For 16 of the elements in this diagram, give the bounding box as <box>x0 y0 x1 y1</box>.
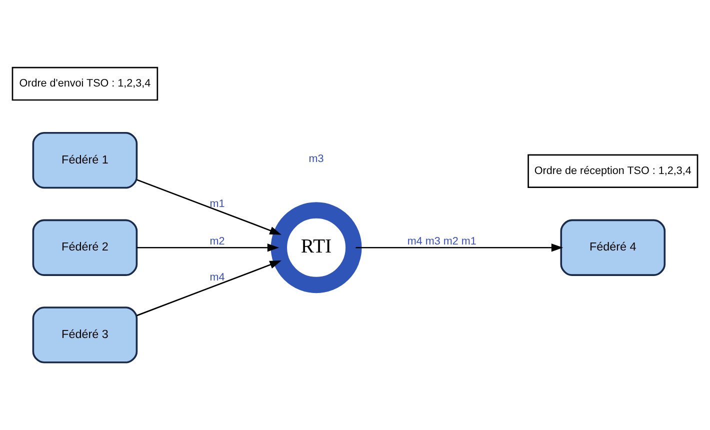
node-box: Fédéré 4 <box>560 219 666 276</box>
arrow <box>136 244 280 252</box>
node-box: Fédéré 1 <box>32 132 138 189</box>
node-box: Ordre de réception TSO : 1,2,3,4 <box>528 154 698 188</box>
edge-label: m2 <box>210 236 225 248</box>
arrow <box>136 179 282 235</box>
node-box: Fédéré 3 <box>32 306 138 364</box>
edge-label: m1 <box>210 198 225 210</box>
edge-label: m4 <box>210 272 225 284</box>
label: m3 <box>308 153 324 166</box>
edge-label: m4 m3 m2 m1 <box>407 236 476 248</box>
node-box: Ordre d'envoi TSO : 1,2,3,4 <box>12 66 158 101</box>
arrow <box>136 260 282 316</box>
arrow <box>356 244 564 252</box>
node-box: Fédéré 2 <box>32 219 138 276</box>
node-circle: RTI <box>270 202 362 294</box>
